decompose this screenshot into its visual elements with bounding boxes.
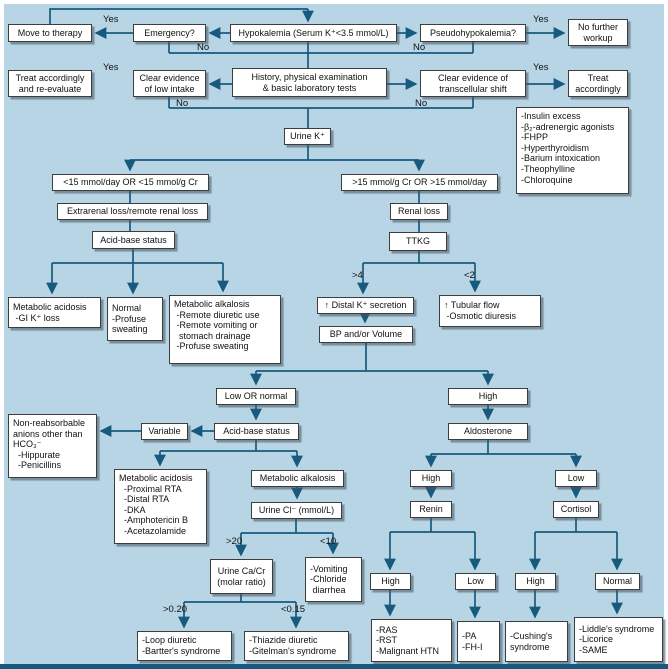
node-ttkg: TTKG bbox=[389, 232, 447, 251]
node-metabolic-acidosis-2: Metabolic acidosis -Proximal RTA -Distal… bbox=[114, 469, 207, 544]
node-ras-rst-malignant-htn: -RAS -RST -Malignant HTN bbox=[371, 619, 452, 662]
edge-label-no-pseudo: No bbox=[413, 42, 426, 53]
edge-label-yes-emergency: Yes bbox=[103, 14, 119, 25]
node-low-intake: Clear evidence of low intake bbox=[133, 70, 206, 97]
node-loop-diuretic-bartters: -Loop diuretic -Bartter's syndrome bbox=[137, 631, 232, 661]
edge-label-yes-pseudo: Yes bbox=[533, 14, 549, 25]
edge-label-ttkg-lt2: <2 bbox=[464, 270, 475, 281]
edge-label-no-shift: No bbox=[415, 98, 428, 109]
edge-label-cl-lt10: <10 bbox=[320, 536, 337, 547]
node-non-reabsorbable-anions: Non-reabsorbable anions other than HCO₃⁻… bbox=[8, 414, 97, 478]
node-normal-sweating: Normal -Profuse sweating bbox=[107, 297, 163, 341]
edge-label-no-emergency: No bbox=[197, 42, 210, 53]
edge-label-yes-shift: Yes bbox=[533, 62, 549, 73]
plain-connectors bbox=[49, 8, 617, 603]
edge-label-cacr-gt020: >0.20 bbox=[163, 604, 188, 615]
node-low-or-normal: Low OR normal bbox=[216, 388, 296, 405]
node-treat-and-reevaluate: Treat accordingly and re-evaluate bbox=[8, 70, 92, 97]
arrow-connectors bbox=[46, 9, 623, 629]
node-extrarenal-loss: Extrarenal loss/remote renal loss bbox=[57, 203, 208, 220]
node-cushings-syndrome: -Cushing's syndrome bbox=[505, 621, 568, 662]
node-pseudohypokalemia: Pseudohypokalemia? bbox=[420, 24, 526, 42]
node-bp-high: High bbox=[448, 388, 528, 405]
node-renin: Renin bbox=[410, 501, 452, 518]
node-metabolic-acidosis-1: Metabolic acidosis -GI K⁺ loss bbox=[8, 297, 101, 328]
node-history-exam: History, physical examination & basic la… bbox=[232, 68, 387, 97]
node-urine-cl: Urine Cl⁻ (mmol/L) bbox=[251, 502, 342, 519]
node-hypokalemia: Hypokalemia (Serum K⁺<3.5 mmol/L) bbox=[230, 24, 397, 42]
edge-label-cl-gt20: >20 bbox=[226, 536, 243, 547]
bottom-border-bar bbox=[0, 664, 668, 669]
node-thiazide-gitelmans: -Thiazide diuretic -Gitelman's syndrome bbox=[244, 631, 349, 661]
edge-label-yes-low-intake: Yes bbox=[103, 62, 119, 73]
node-renin-low: Low bbox=[455, 573, 496, 590]
node-liddles-licorice-same: -Liddle's syndrome -Licorice -SAME bbox=[574, 617, 663, 662]
node-aldosterone: Aldosterone bbox=[448, 423, 528, 440]
edge-label-cacr-lt015: <0.15 bbox=[281, 604, 306, 615]
node-aldosterone-low: Low bbox=[555, 470, 597, 487]
node-metabolic-alkalosis-2: Metabolic alkalosis bbox=[251, 470, 344, 487]
node-vomiting-chloride-diarrhea: -Vomiting -Chloride diarrhea bbox=[305, 557, 362, 602]
edge-label-ttkg-gt4: >4 bbox=[352, 270, 363, 281]
node-distal-k-secretion: ↑ Distal K⁺ secretion bbox=[317, 297, 414, 314]
node-tubular-flow: ↑ Tubular flow -Osmotic diuresis bbox=[439, 295, 541, 327]
node-renin-high: High bbox=[370, 573, 411, 590]
node-treat-accordingly: Treat accordingly bbox=[568, 70, 628, 97]
node-acid-base-status-1: Acid-base status bbox=[92, 231, 175, 249]
node-aldosterone-high: High bbox=[410, 470, 452, 487]
edge-label-no-low-intake: No bbox=[176, 98, 189, 109]
node-cortisol: Cortisol bbox=[553, 501, 599, 518]
node-move-to-therapy: Move to therapy bbox=[8, 24, 92, 42]
node-variable: Variable bbox=[141, 423, 188, 440]
node-cortisol-normal: Normal bbox=[595, 573, 640, 590]
node-urine-k-high: >15 mmol/g Cr OR >15 mmol/day bbox=[341, 174, 498, 191]
node-no-further-workup: No further workup bbox=[568, 19, 628, 46]
node-bp-volume: BP and/or Volume bbox=[319, 326, 413, 343]
node-cortisol-high: High bbox=[515, 573, 556, 590]
node-pa-fh1: -PA -FH-I bbox=[457, 621, 500, 662]
node-transcellular-shift: Clear evidence of transcellular shift bbox=[420, 70, 526, 97]
node-renal-loss: Renal loss bbox=[390, 203, 448, 220]
node-metabolic-alkalosis-1: Metabolic alkalosis -Remote diuretic use… bbox=[169, 295, 281, 364]
node-urine-k: Urine K⁺ bbox=[284, 128, 331, 145]
node-transcellular-causes-list: -Insulin excess -β₂-adrenergic agonists … bbox=[516, 107, 629, 194]
node-urine-ca-cr: Urine Ca/Cr (molar ratio) bbox=[210, 559, 273, 594]
node-urine-k-low: <15 mmol/day OR <15 mmol/g Cr bbox=[52, 174, 209, 191]
node-emergency: Emergency? bbox=[133, 24, 206, 42]
node-acid-base-status-2: Acid-base status bbox=[214, 423, 299, 440]
